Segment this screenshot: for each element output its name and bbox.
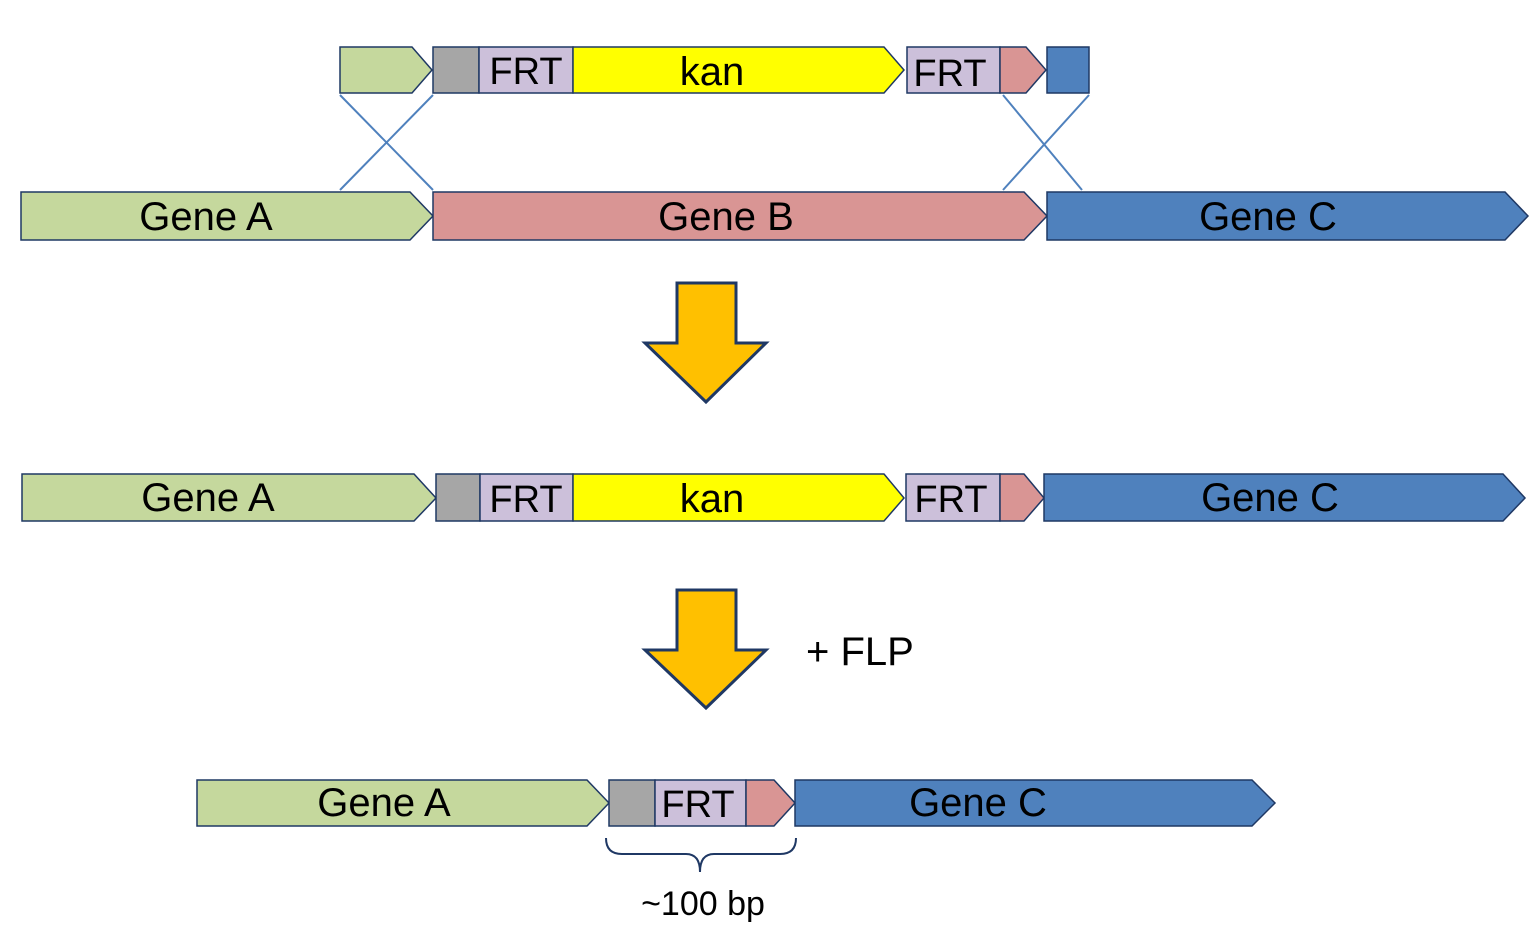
gene-a-label: Gene A [317,781,451,825]
gene-c [794,779,1277,827]
wild-type-chromosome: Gene A Gene B Gene C [20,191,1530,241]
down-arrow-icon [641,281,770,405]
gene-b-label: Gene B [658,195,794,239]
frt-label-left: FRT [489,479,562,521]
size-bracket [605,837,797,873]
frt-site-right [906,46,1001,94]
frt-site-left [478,46,574,94]
scar-block [435,473,481,522]
homology-arm-c [1046,46,1090,94]
gene-a [196,779,611,827]
kan-gene [572,473,905,522]
gene-b-stub [745,779,797,827]
crossover-line [1002,94,1090,191]
crossover-line [1002,94,1083,191]
gene-c [1043,473,1527,522]
flp-excised-chromosome: Gene A FRT Gene C [196,779,1277,827]
gene-a-label: Gene A [141,476,275,520]
homology-arm-a [339,46,433,94]
kan-label: kan [680,50,745,94]
kan-inserted-chromosome: Gene A FRT kan FRT Gene C [21,473,1527,522]
gene-c [1046,191,1530,241]
gene-a [20,191,435,241]
gene-b-stub [999,46,1047,94]
scar-block [608,779,656,827]
scar-block [432,46,480,94]
frt-label-left: FRT [489,51,562,93]
gene-a-label: Gene A [139,195,273,239]
flp-label: + FLP [806,630,914,674]
crossover-lines [339,94,1090,191]
frt-site-left [479,473,574,522]
frt-label-right: FRT [913,53,986,95]
kan-label: kan [680,477,745,521]
gene-c-label: Gene C [1201,476,1339,520]
crossover-line [339,94,434,191]
gene-b [432,191,1049,241]
frt-label-right: FRT [914,479,987,521]
gene-c-label: Gene C [909,781,1047,825]
gene-a [21,473,438,522]
insert-cassette: FRT kan FRT [339,46,1090,95]
gene-c-label: Gene C [1199,195,1337,239]
frt-site [654,779,747,827]
kan-gene [572,46,905,94]
gene-b-stub [999,473,1045,522]
down-arrow-icon [641,588,770,711]
frt-label: FRT [661,784,734,826]
size-label: ~100 bp [641,885,765,923]
